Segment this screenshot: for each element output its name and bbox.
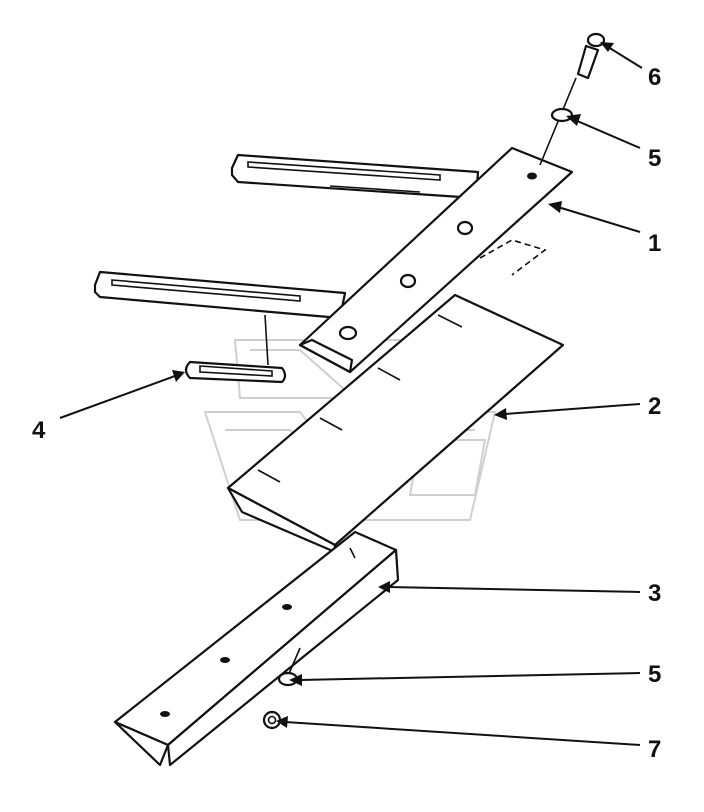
callout-2: 2	[648, 393, 661, 420]
callout-4: 4	[32, 417, 46, 444]
callout-7: 7	[648, 736, 661, 763]
callout-6: 6	[648, 64, 661, 91]
nut-part-7	[262, 710, 282, 730]
upper-slide-strip	[230, 153, 480, 200]
callout-5-lower: 5	[648, 661, 661, 688]
wide-plate-part-2	[226, 293, 565, 554]
knife-blade-part-1	[298, 146, 574, 374]
spacer-part-4	[184, 360, 287, 384]
callout-5-upper: 5	[648, 145, 661, 172]
angle-bracket-part-3	[113, 530, 400, 767]
lower-slide-strip	[93, 270, 347, 366]
washer-part-5-upper	[550, 107, 574, 123]
leader-lines	[59, 42, 643, 746]
callout-3: 3	[648, 580, 661, 607]
callout-1: 1	[648, 230, 661, 257]
bolt-part-6	[539, 32, 606, 166]
